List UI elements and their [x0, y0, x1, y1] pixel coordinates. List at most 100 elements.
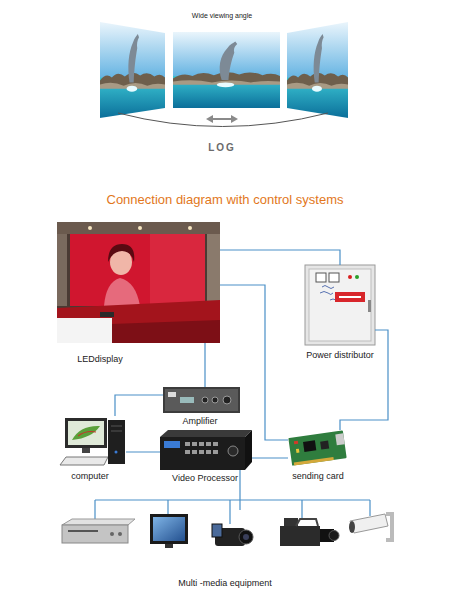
camcorder-screen	[212, 524, 222, 537]
cabinet-handle	[368, 300, 371, 312]
amplifier-knob	[223, 396, 231, 404]
annotation-label: LOG	[208, 142, 236, 153]
bus-drop	[94, 500, 95, 519]
device-node: LEDdisplay	[57, 222, 220, 343]
warning-label-mark	[339, 296, 361, 298]
bus-wire	[95, 499, 370, 500]
amplifier-front	[165, 389, 238, 411]
gauge	[329, 273, 339, 282]
viewing-arc	[118, 113, 328, 127]
pc-tower	[108, 420, 125, 464]
monitor-stand	[82, 448, 90, 453]
device-node: Video Processor	[160, 430, 252, 470]
screen-figure-body	[104, 278, 140, 306]
processor-button	[206, 450, 211, 454]
bus-drop	[301, 500, 302, 518]
port	[335, 433, 344, 445]
angle-arrow-head	[206, 115, 213, 123]
table-cloth	[57, 318, 112, 343]
scene-right	[287, 22, 348, 118]
processor-front	[160, 437, 245, 470]
screen-highlight	[150, 234, 205, 306]
media-bus	[95, 500, 370, 524]
video-processor-unit	[160, 430, 252, 470]
dvd-button	[110, 532, 114, 536]
processor-button	[192, 450, 197, 454]
screen-figure-hair	[108, 244, 134, 262]
component	[296, 449, 300, 453]
amplifier-body	[163, 387, 240, 413]
tower-detail	[111, 431, 122, 432]
chip	[303, 440, 316, 452]
processor-display	[164, 441, 180, 448]
view-panel-right	[287, 22, 348, 118]
camcorder-glass	[243, 534, 249, 540]
edge-connector	[294, 457, 334, 466]
connector-line	[220, 285, 288, 440]
monitor-frame	[65, 418, 107, 448]
camera-handle	[296, 519, 318, 526]
dvd-player	[62, 519, 135, 543]
indicator-light	[348, 275, 352, 279]
tv-screen	[153, 517, 185, 541]
cctv-housing	[350, 514, 388, 533]
tv-frame	[150, 514, 188, 544]
bus-drop	[369, 500, 370, 516]
component	[294, 441, 298, 445]
gauge	[316, 273, 326, 282]
dvd-top	[62, 519, 135, 525]
computer-set	[60, 418, 125, 465]
cabinet-door	[309, 269, 371, 341]
amplifier-unit	[163, 387, 240, 413]
angle-arrow-head	[231, 115, 238, 123]
warning-label	[335, 292, 365, 302]
bus-drop	[229, 500, 230, 524]
view-panel-left	[100, 22, 165, 118]
annotation-label: Wide viewing angle	[192, 12, 252, 19]
camcorder-lens	[239, 530, 253, 544]
device-label: computer	[71, 471, 109, 482]
cabinet-body	[305, 265, 375, 345]
device-label: Multi -media equipment	[178, 578, 272, 589]
dvd-slot	[68, 530, 98, 532]
sending-card-board	[288, 430, 346, 465]
processor-button	[185, 450, 190, 454]
view-panel-middle	[173, 32, 280, 108]
hall-background	[57, 222, 220, 343]
cctv-bracket	[386, 512, 394, 542]
device-label: sending card	[292, 471, 344, 482]
device-node: Multi -media equipment	[58, 510, 400, 550]
device-node: Amplifier	[163, 387, 240, 413]
camera-lens-front	[329, 531, 339, 541]
power-distributor-box	[305, 265, 375, 345]
camcorder	[212, 524, 253, 546]
device-node: computer	[60, 416, 126, 468]
camera-body	[280, 526, 320, 546]
device-label: Power distributor	[306, 350, 374, 361]
tower-led	[115, 451, 118, 454]
amplifier-knob	[202, 397, 208, 403]
table-object	[100, 312, 114, 317]
screen-leaf	[72, 426, 100, 440]
tv-stand	[165, 544, 173, 548]
processor-button	[199, 442, 204, 446]
pro-video-camera	[280, 518, 339, 546]
connector-line	[252, 457, 288, 458]
ceiling	[57, 222, 220, 234]
device-node: sending card	[288, 430, 348, 468]
processor-button	[213, 442, 218, 446]
indicator-light	[355, 275, 359, 279]
processor-button	[206, 442, 211, 446]
cctv-camera	[349, 512, 394, 542]
device-label: Amplifier	[182, 416, 217, 427]
led-screen	[70, 234, 205, 306]
connector-line	[239, 470, 240, 510]
stage	[57, 300, 220, 343]
amplifier-display	[180, 397, 194, 403]
dvd-button	[118, 532, 122, 536]
keyboard	[60, 457, 108, 465]
connector-line	[115, 395, 163, 416]
device-node: Power distributor	[305, 265, 375, 345]
diagram-title: Connection diagram with control systems	[0, 192, 450, 207]
handwriting-marks	[320, 286, 336, 301]
